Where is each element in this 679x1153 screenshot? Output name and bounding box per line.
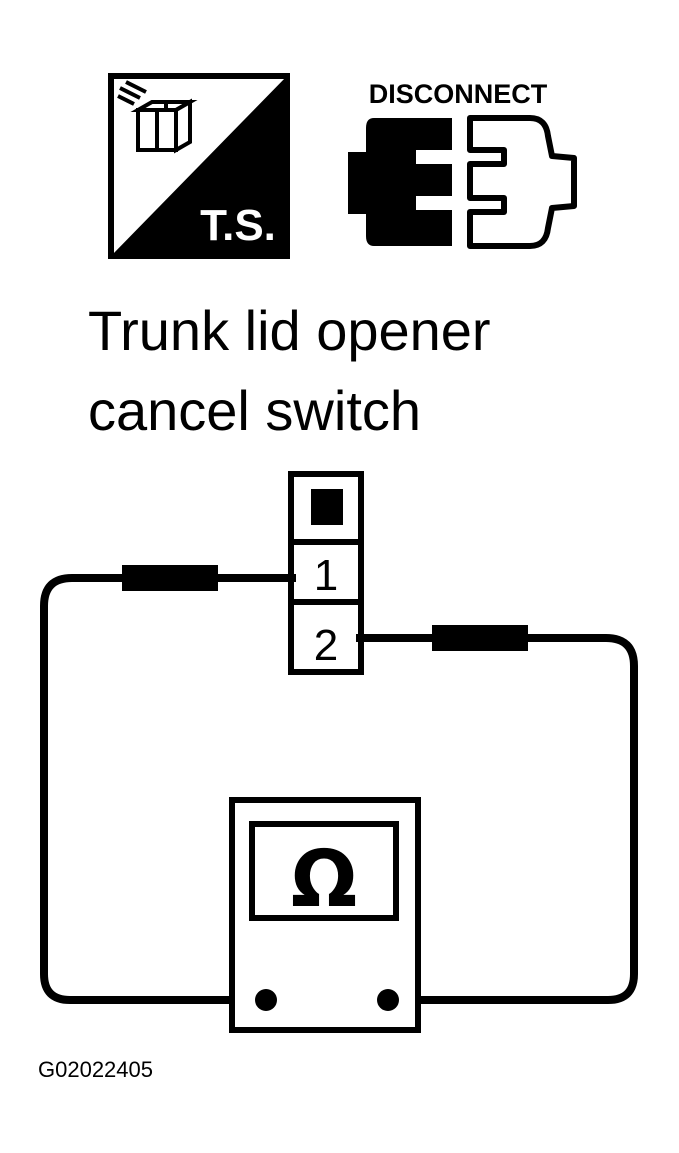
title-line-1: Trunk lid opener	[88, 299, 491, 362]
figure-code: G02022405	[38, 1057, 153, 1082]
switch-connector: 1 2	[288, 471, 364, 675]
ohmmeter-display	[249, 821, 399, 921]
ohmmeter-terminal-right	[377, 989, 399, 1011]
plug-female-glyph	[467, 115, 577, 249]
test-lead-right	[356, 634, 638, 1004]
ohmmeter-terminal-left	[255, 989, 277, 1011]
ts-label: T.S.	[200, 201, 276, 250]
ohmmeter: Ω	[229, 797, 421, 1033]
pin-2-label: 2	[314, 621, 338, 670]
test-leads	[40, 565, 638, 1004]
plug-male-glyph	[348, 118, 452, 246]
disconnect-icon: DISCONNECT	[348, 79, 577, 249]
connector-block-glyph	[117, 80, 198, 154]
title-line-2: cancel switch	[88, 379, 421, 442]
disconnect-label: DISCONNECT	[369, 79, 548, 109]
ohm-symbol: Ω	[291, 835, 357, 925]
test-lead-left	[40, 574, 296, 1004]
connector-key-mark	[311, 489, 343, 525]
pin-1-label: 1	[314, 551, 338, 600]
ts-icon: T.S.	[108, 73, 290, 259]
